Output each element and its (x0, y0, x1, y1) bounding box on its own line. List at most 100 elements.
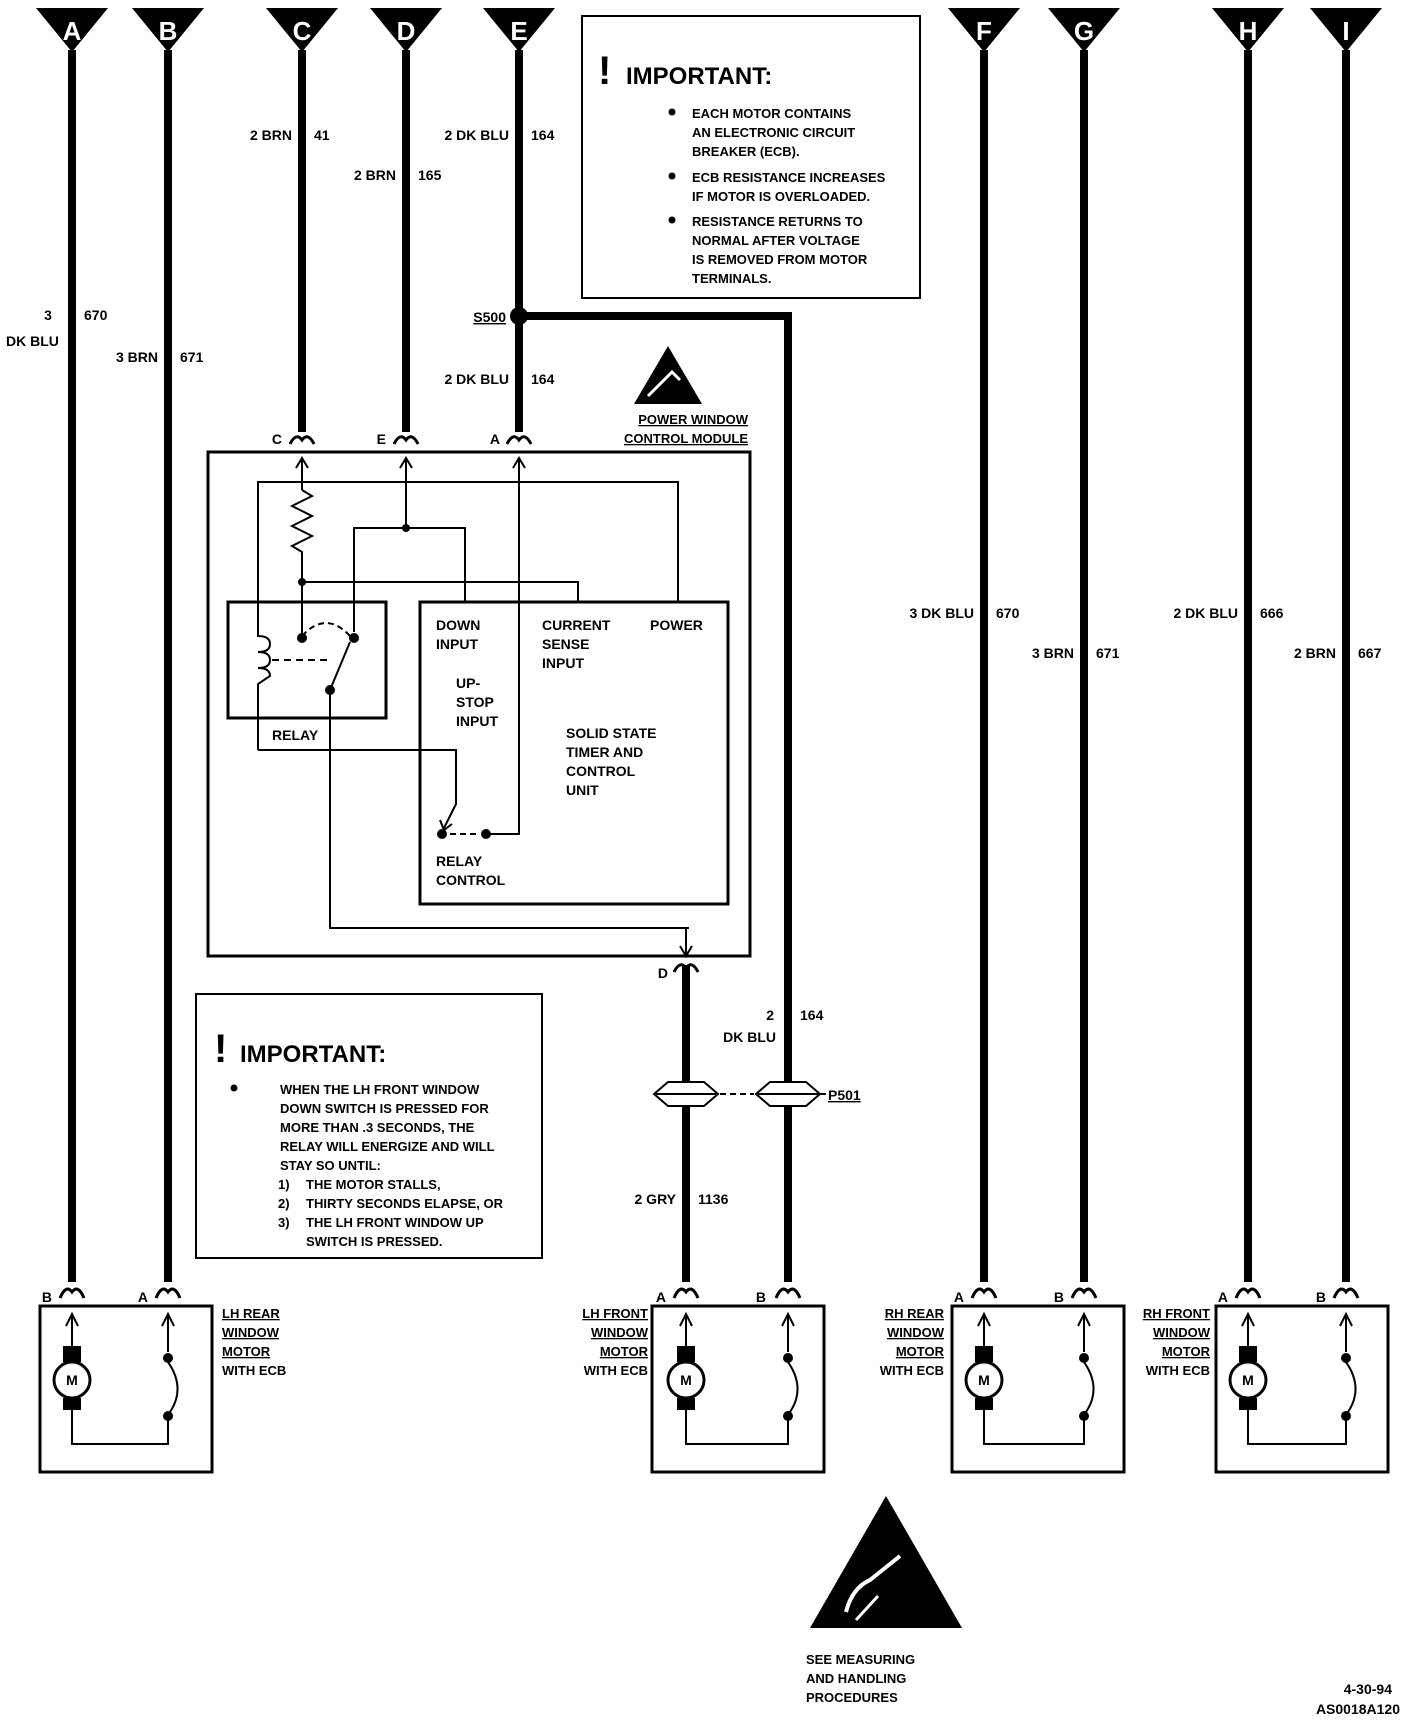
motor-lh-front: A B M (650, 1287, 826, 1474)
motor-lh-front-pin: A (656, 1289, 666, 1305)
connector-h-label: H (1239, 16, 1258, 46)
wire-41-circuit: 41 (314, 127, 330, 143)
motor-rh-front-label: WINDOW (1153, 1325, 1211, 1340)
important-bottom-line: THE MOTOR STALLS, (306, 1177, 441, 1192)
wire-41-color: 2 BRN (250, 127, 292, 143)
important-bottom-title: IMPORTANT: (240, 1041, 386, 1068)
wire-rh671-color: 3 BRN (1032, 645, 1074, 661)
connector-g: G (1048, 8, 1120, 52)
important-bottom-line: RELAY WILL ENERGIZE AND WILL (280, 1139, 495, 1154)
connector-p501 (652, 1081, 826, 1107)
upstop-label: INPUT (456, 713, 498, 729)
relay-control-label: CONTROL (436, 872, 506, 888)
important-bottom-num: 1) (278, 1177, 290, 1192)
connector-p501-label: P501 (828, 1087, 861, 1103)
important-bottom-line: THIRTY SECONDS ELAPSE, OR (306, 1196, 504, 1211)
important-bottom-line: THE LH FRONT WINDOW UP (306, 1215, 484, 1230)
timer-label: SOLID STATE (566, 725, 656, 741)
important-note-top: ! IMPORTANT: EACH MOTOR CONTAINS AN ELEC… (581, 15, 921, 299)
esd-note-line: AND HANDLING (806, 1671, 906, 1686)
module-title-1: POWER WINDOW (638, 412, 748, 427)
wire-670-color: DK BLU (6, 333, 59, 349)
wire-rh670-circuit: 670 (996, 605, 1020, 621)
wire-164c-size: 2 (766, 1007, 774, 1023)
connector-a: A (36, 8, 108, 52)
wire-164c-color: DK BLU (723, 1029, 776, 1045)
motor-rh-rear: A B M (950, 1287, 1126, 1474)
motor-rh-rear-label: RH REAR (885, 1306, 945, 1321)
wire-670-size: 3 (44, 307, 52, 323)
wire-165-color: 2 BRN (354, 167, 396, 183)
connector-e-label: E (510, 16, 527, 46)
important-top-line: AN ELECTRONIC CIRCUIT (692, 125, 855, 140)
important-top-line: RESISTANCE RETURNS TO (692, 214, 863, 229)
current-sense-label: SENSE (542, 636, 589, 652)
connector-i: I (1310, 8, 1382, 52)
motor-symbol-m: M (1242, 1372, 1254, 1388)
motor-lh-rear: B A M (38, 1287, 214, 1474)
connector-a-label: A (63, 16, 82, 46)
connector-f: F (948, 8, 1020, 52)
connector-c-label: C (293, 16, 312, 46)
connector-b: B (132, 8, 204, 52)
wire-rh670-color: 3 DK BLU (909, 605, 974, 621)
module-pin-c: C (272, 431, 282, 447)
motor-rh-front-pin: A (1218, 1289, 1228, 1305)
module-pin-a: A (490, 431, 500, 447)
power-label: POWER (650, 617, 703, 633)
important-top-line: NORMAL AFTER VOLTAGE (692, 233, 860, 248)
wire-164b-circuit: 164 (531, 371, 555, 387)
important-bottom-bang: ! (214, 1027, 227, 1071)
connector-d-label: D (397, 16, 416, 46)
motor-lh-front-label: WITH ECB (584, 1363, 648, 1378)
wire-671-color: 3 BRN (116, 349, 158, 365)
motor-rh-front-label: WITH ECB (1146, 1363, 1210, 1378)
important-note-bottom: ! IMPORTANT: WHEN THE LH FRONT WINDOW DO… (195, 993, 543, 1259)
motor-rh-rear-pin: B (1054, 1289, 1064, 1305)
important-bottom-num: 2) (278, 1196, 290, 1211)
diagram-date: 4-30-94 (1344, 1681, 1392, 1697)
important-top-line: BREAKER (ECB). (692, 144, 800, 159)
wire-670-circuit: 670 (84, 307, 108, 323)
down-input-label: DOWN (436, 617, 480, 633)
important-top-line: EACH MOTOR CONTAINS (692, 106, 851, 121)
upstop-label: STOP (456, 694, 494, 710)
upstop-label: UP- (456, 675, 480, 691)
wire-164-circuit: 164 (531, 127, 555, 143)
wire-164c-circuit: 164 (800, 1007, 824, 1023)
motor-rh-front: A B M (1214, 1287, 1390, 1474)
power-window-control-module: C E A RELAY (206, 431, 752, 981)
relay-control-label: RELAY (436, 853, 483, 869)
important-top-line: TERMINALS. (692, 271, 771, 286)
esd-note-line: SEE MEASURING (806, 1652, 915, 1667)
timer-label: UNIT (566, 782, 599, 798)
esd-note-line: PROCEDURES (806, 1690, 898, 1705)
current-sense-label: INPUT (542, 655, 584, 671)
wire-164b-color: 2 DK BLU (444, 371, 509, 387)
splice-s500-label: S500 (473, 309, 506, 325)
timer-label: TIMER AND (566, 744, 643, 760)
connector-e: E (483, 8, 555, 52)
important-bottom-num: 3) (278, 1215, 290, 1230)
motor-rh-rear-pin: A (954, 1289, 964, 1305)
wire-rh666-circuit: 666 (1260, 605, 1284, 621)
wire-164-branch (519, 312, 792, 1282)
connector-h: H (1212, 8, 1284, 52)
wire-1136-color: 2 GRY (635, 1191, 677, 1207)
important-bottom-line: STAY SO UNTIL: (280, 1158, 381, 1173)
motor-lh-rear-label: WITH ECB (222, 1363, 286, 1378)
motor-rh-rear-label: WINDOW (887, 1325, 945, 1340)
motor-lh-rear-pin: A (138, 1289, 148, 1305)
relay-label: RELAY (272, 727, 319, 743)
down-input-label: INPUT (436, 636, 478, 652)
wire-rh671-circuit: 671 (1096, 645, 1120, 661)
wire-rh667-circuit: 667 (1358, 645, 1382, 661)
connector-d: D (370, 8, 442, 52)
important-top-title: IMPORTANT: (626, 63, 772, 90)
motor-lh-rear-label: WINDOW (222, 1325, 280, 1340)
important-top-line: IS REMOVED FROM MOTOR (692, 252, 868, 267)
motor-rh-front-label: RH FRONT (1143, 1306, 1210, 1321)
splice-s500-dot (510, 307, 528, 325)
motor-lh-front-pin: B (756, 1289, 766, 1305)
